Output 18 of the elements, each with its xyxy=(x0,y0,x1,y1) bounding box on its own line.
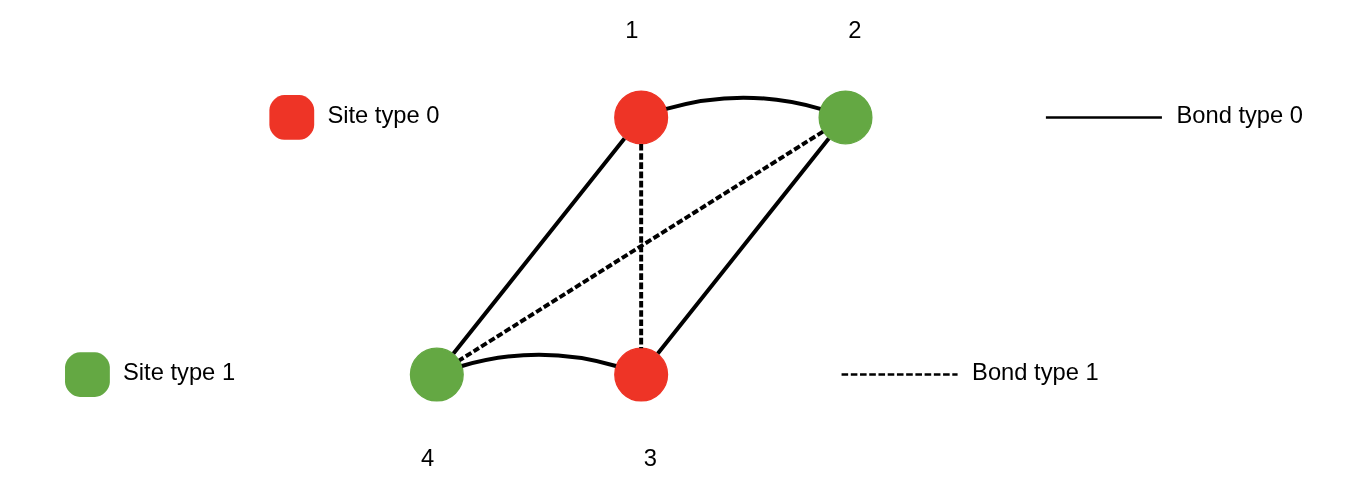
legend-label: Site type 1 xyxy=(123,359,236,386)
legend-label: Bond type 0 xyxy=(1176,102,1304,129)
connector xyxy=(458,129,824,363)
node-label: 4 xyxy=(420,445,435,472)
connector xyxy=(451,137,626,355)
legend-label: Bond type 1 xyxy=(972,359,1099,386)
node-label: 2 xyxy=(848,16,862,43)
connector xyxy=(639,144,644,349)
node-circle xyxy=(409,347,464,402)
node-label: 1 xyxy=(625,16,639,43)
node-circle xyxy=(614,347,669,402)
node-circle xyxy=(818,90,873,145)
node-circle xyxy=(614,90,669,145)
legend-label: Site type 0 xyxy=(327,102,440,129)
connector xyxy=(656,137,831,355)
connector xyxy=(665,95,821,111)
connector xyxy=(461,352,617,368)
node-label: 3 xyxy=(643,445,657,472)
